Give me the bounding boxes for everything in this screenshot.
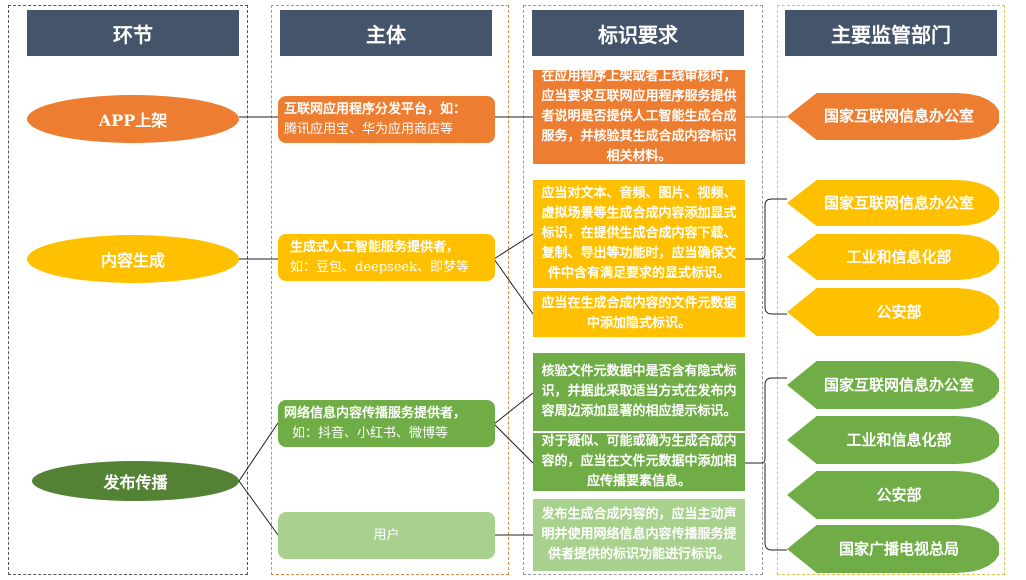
subject-line: 生成式人工智能服务提供者， [290,239,460,255]
requirement-explicit-label: 应当对文本、音频、图片、视频、虚拟场景等生成合成内容添加显式标识，在提供生成合成… [533,180,745,288]
stage-label: 发布传播 [103,473,168,492]
stage-label: 内容生成 [100,251,165,270]
header-requirement: 标识要求 [532,10,744,56]
header-regulator: 主要监管部门 [785,10,997,56]
regulator-miit: 工业和信息化部 [787,234,999,280]
subject-line: 用户 [373,527,400,543]
subject-content-platform: 网络信息内容传播服务提供者， 如：抖音、小红书、微博等 [278,400,495,447]
regulator-mps: 公安部 [787,288,999,336]
regulator-cac: 国家互联网信息办公室 [787,93,999,140]
regulator-cac: 国家互联网信息办公室 [787,361,999,409]
subject-line: 网络信息内容传播服务提供者， [284,405,467,421]
regulator-cac: 国家互联网信息办公室 [787,180,999,226]
subject-line: 如：抖音、小红书、微博等 [292,425,449,441]
subject-app-store: 互联网应用程序分发平台，如： 腾讯应用宝、华为应用商店等 [278,96,495,143]
requirement-verify-metadata: 核验文件元数据中是否含有隐式标识，并据此采取适当方式在发布内容周边添加显著的相应… [533,353,745,431]
subject-column [271,5,509,575]
header-stage: 环节 [27,10,239,56]
requirement-user-declare: 发布生成合成内容的，应当主动声明并使用网络信息内容传播服务提供者提供的标识功能进… [533,499,745,571]
stage-content-generation: 内容生成 [27,235,239,283]
stage-app-listing: APP上架 [27,95,239,143]
requirement-implicit-label: 应当在生成合成内容的文件元数据中添加隐式标识。 [533,291,745,337]
subject-line: 互联网应用程序分发平台，如： [284,101,467,117]
subject-line: 腾讯应用宝、华为应用商店等 [284,121,454,137]
subject-user: 用户 [278,512,495,559]
stage-column [8,5,248,575]
subject-ai-provider: 生成式人工智能服务提供者， 如：豆包、deepseek、即梦等 [278,234,495,281]
requirement-app-review: 在应用程序上架或者上线审核时，应当要求互联网应用程序服务提供者说明是否提供人工智… [533,69,745,164]
regulator-mps: 公安部 [787,471,999,519]
stage-label: APP上架 [98,111,168,130]
regulator-miit: 工业和信息化部 [787,416,999,464]
header-subject: 主体 [280,10,492,56]
regulator-nrta: 国家广播电视总局 [787,525,999,573]
requirement-propagation-info: 对于疑似、可能或确为生成合成内容的，应当在文件元数据中添加相应传播要素信息。 [533,433,745,491]
subject-line: 如：豆包、deepseek、即梦等 [290,259,469,275]
stage-distribution: 发布传播 [32,461,239,501]
